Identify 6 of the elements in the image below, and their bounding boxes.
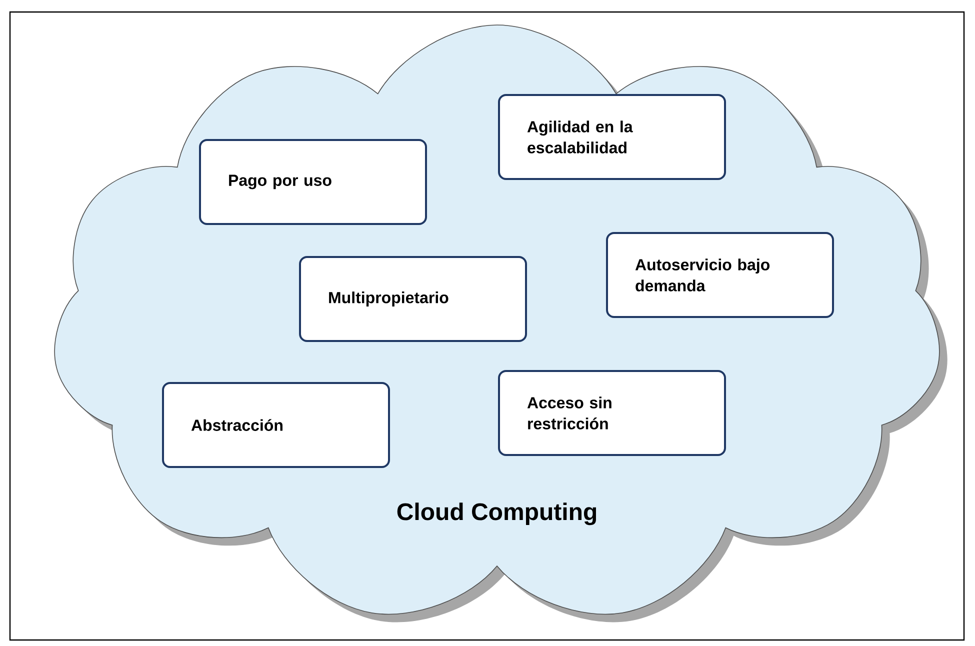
feature-box: Abstracción xyxy=(162,382,390,468)
feature-box: Acceso sin restricción xyxy=(498,370,726,456)
feature-box: Multipropietario xyxy=(299,256,527,342)
feature-box: Autoservicio bajo demanda xyxy=(606,232,834,318)
feature-box: Agilidad en la escalabilidad xyxy=(498,94,726,180)
feature-box: Pago por uso xyxy=(199,139,427,225)
